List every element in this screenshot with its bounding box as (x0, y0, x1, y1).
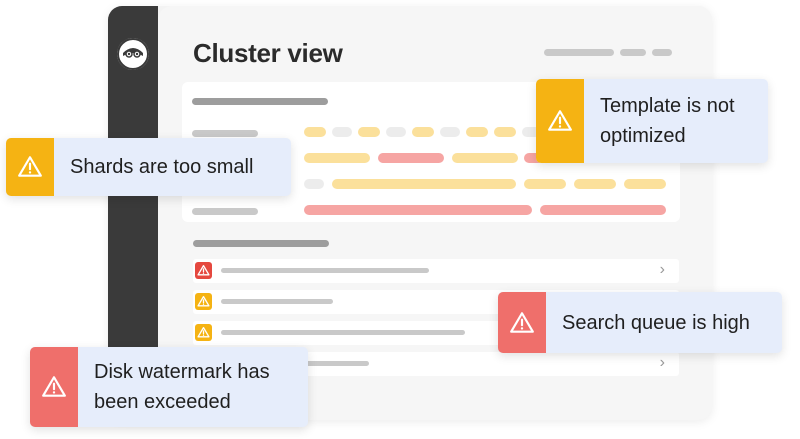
shard-pill (386, 127, 406, 137)
shard-pill (524, 153, 544, 163)
shard-pill (624, 179, 666, 189)
alert-message: Disk watermark has been exceeded (94, 361, 270, 413)
header-placeholder (544, 49, 614, 56)
alert-toast-shards[interactable]: Shards are too small (6, 138, 291, 196)
shard-pill (452, 153, 518, 163)
list-item-placeholder (221, 268, 429, 273)
alert-icon-container (498, 292, 546, 353)
header-placeholder (620, 49, 646, 56)
list-heading-placeholder (193, 240, 329, 247)
shard-pill (522, 127, 542, 137)
alert-toast-disk-watermark[interactable]: Disk watermark has been exceeded (30, 347, 308, 427)
list-item-placeholder (221, 299, 333, 304)
alert-message: Shards are too small (70, 156, 254, 178)
card-heading-placeholder (192, 98, 328, 105)
list-item-placeholder (221, 330, 465, 335)
shard-pill (466, 127, 488, 137)
header-placeholder (652, 49, 672, 56)
warning-triangle-icon (548, 110, 572, 131)
warning-triangle-icon (195, 293, 212, 310)
alert-message: Template is not optimized (600, 95, 735, 147)
warning-triangle-icon (18, 156, 42, 177)
warning-triangle-icon (195, 324, 212, 341)
shard-pill (304, 205, 532, 215)
shard-pill (412, 127, 434, 137)
alert-icon-container (30, 347, 78, 427)
shard-pill (574, 179, 616, 189)
row-label-placeholder (192, 130, 258, 137)
alert-icon-container (536, 79, 584, 163)
chevron-right-icon: › (659, 354, 665, 371)
row-label-placeholder (192, 208, 258, 215)
owl-logo-icon[interactable] (117, 38, 149, 70)
shard-pill (304, 127, 326, 137)
alert-icon-container (6, 138, 54, 196)
shard-pill (358, 127, 380, 137)
shard-pill (332, 127, 352, 137)
alert-toast-template[interactable]: Template is not optimized (536, 79, 768, 163)
shard-pill (332, 179, 516, 189)
shard-pill (540, 205, 666, 215)
alert-message: Search queue is high (562, 311, 750, 334)
shard-pill (494, 127, 516, 137)
alert-toast-search-queue[interactable]: Search queue is high (498, 292, 782, 353)
shard-pill (524, 179, 566, 189)
list-item[interactable]: › (193, 259, 679, 283)
warning-triangle-icon (510, 311, 534, 333)
shard-pill (378, 153, 444, 163)
shard-pill (440, 127, 460, 137)
chevron-right-icon: › (659, 261, 665, 278)
warning-triangle-icon (195, 262, 212, 279)
shard-pill (304, 179, 324, 189)
shard-pill (304, 153, 370, 163)
warning-triangle-icon (42, 376, 66, 397)
page-title: Cluster view (193, 38, 343, 68)
